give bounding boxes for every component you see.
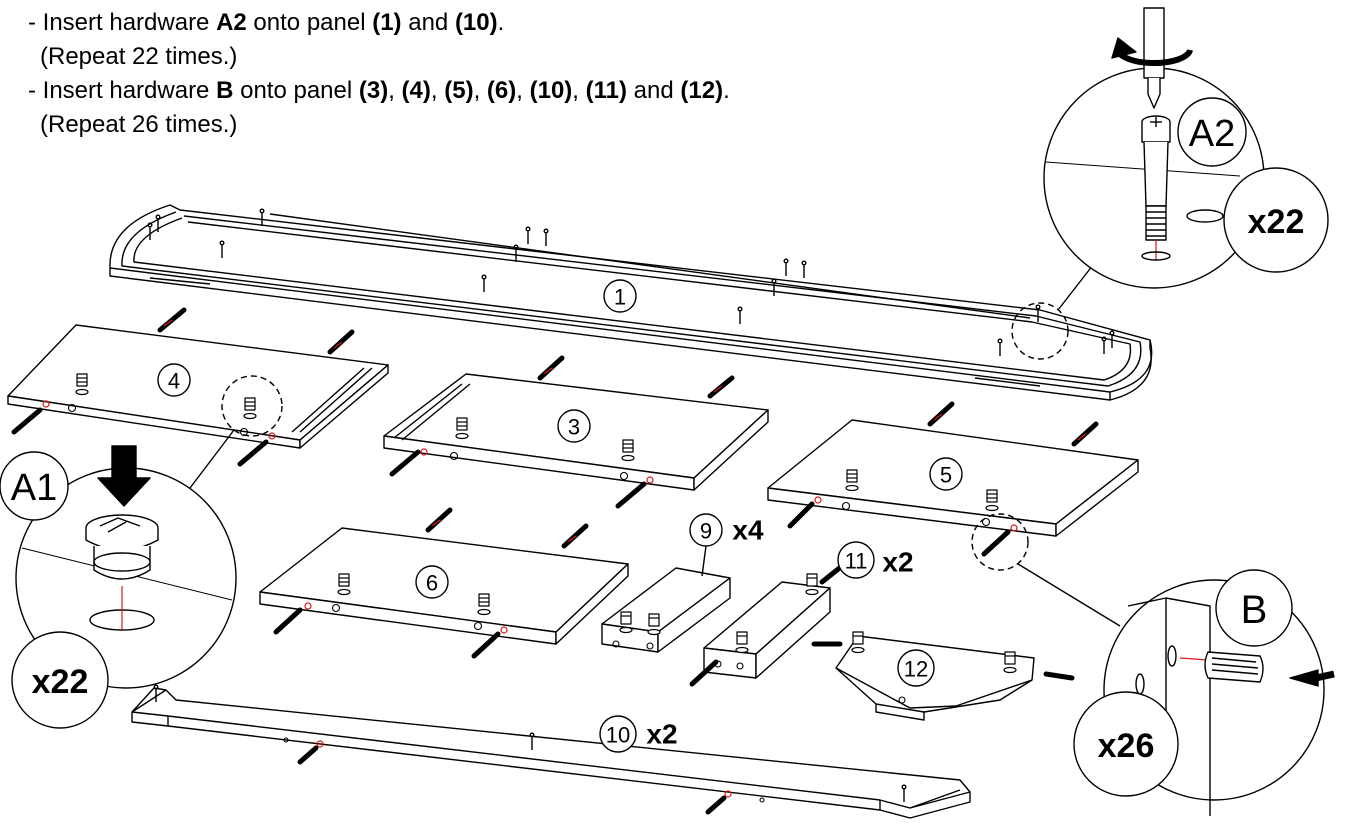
panel-label-circle [415,565,449,599]
panel-label-circle [929,457,963,491]
leader-b [1017,563,1121,627]
cam-lock-enlarged [85,514,159,631]
text-segment: - Insert hardware [28,9,217,36]
a1-qty: x22 [32,663,89,701]
panel-10-qty: x2 [646,719,677,750]
a2-label: A2 [1189,113,1235,155]
instruction-line-2: - Insert hardware B onto panel (3), (4),… [28,77,730,104]
panel-ref: (10) [454,9,498,36]
panel-10-label: 10 [606,723,630,748]
insertion-marks [42,319,1087,798]
panel-label-circle [157,363,191,397]
instruction-text: - Insert hardware A2 onto panel (1) and … [28,6,730,142]
panel-ref: (4) [401,77,431,104]
text-segment: and [627,77,681,104]
label-circle [0,451,69,521]
b-label: B [1241,588,1268,632]
label-circle [1177,97,1247,167]
panel-4-label: 4 [168,369,180,394]
callout-a2 [1043,7,1329,289]
text-segment: and [401,9,455,36]
panel-9-label: 9 [700,519,712,544]
text-segment: onto panel [246,9,373,36]
panel-1-label: 1 [614,285,626,310]
cam-locks [75,373,1017,674]
panel-label-circle [557,409,591,443]
panel-12 [835,635,1035,721]
panel-ref: (3) [358,77,389,104]
panel-ref: (12) [680,77,724,104]
text-segment: . [497,9,505,36]
panel-label-circle [599,715,637,753]
qty-circle [11,631,109,729]
panel-9 [601,567,731,653]
panel-4 [7,324,389,449]
dowels [11,307,1099,815]
a1-label: A1 [11,467,57,509]
panel-6-label: 6 [426,571,438,596]
leader-a1 [189,429,235,489]
qty-circle [1073,691,1179,797]
text-segment: - Insert hardware [28,77,217,104]
qty-circle [1223,167,1329,273]
screwdriver-icon [1111,7,1193,109]
cam-bolt-enlarged [1141,115,1171,241]
panel-10 [131,687,971,819]
panel-9-qty: x4 [732,515,764,546]
hardware-code: A2 [216,9,247,36]
holes [67,403,991,803]
panel-3-label: 3 [568,415,580,440]
highlight-a2 [1011,302,1069,360]
panel-5-label: 5 [940,463,952,488]
instruction-line-1: - Insert hardware A2 onto panel (1) and … [28,6,730,40]
a2-qty: x22 [1248,203,1305,241]
panel-ref: (10) [529,77,573,104]
arrow-down-icon [97,445,151,507]
panel-ref: (1) [372,9,402,36]
panel-ref: (5) [444,77,474,104]
panel-ref: (11) [585,77,627,104]
panel-label-circle [897,649,935,687]
label-circle [1215,569,1293,647]
dowel-enlarged [1204,651,1264,683]
panel-11-label: 11 [845,549,868,574]
callout-b [1073,569,1335,816]
instruction-repeat-1: (Repeat 22 times.) [40,43,238,70]
panel-11 [703,581,831,679]
panel-label-circle [603,279,637,313]
instruction-repeat-2: (Repeat 26 times.) [40,111,238,138]
panel-11-qty: x2 [882,547,913,578]
text-segment: onto panel [233,77,359,104]
callout-a1 [0,445,237,729]
b-qty: x26 [1098,727,1155,765]
panel-label-circle [837,541,875,579]
highlight-b [971,513,1029,571]
text-segment: . [723,77,730,104]
cam-bolts [147,208,1115,802]
panel-ref: (6) [486,77,517,104]
hardware-code: B [216,77,234,104]
panel-12-label: 12 [904,657,928,682]
highlight-a1 [221,375,283,437]
